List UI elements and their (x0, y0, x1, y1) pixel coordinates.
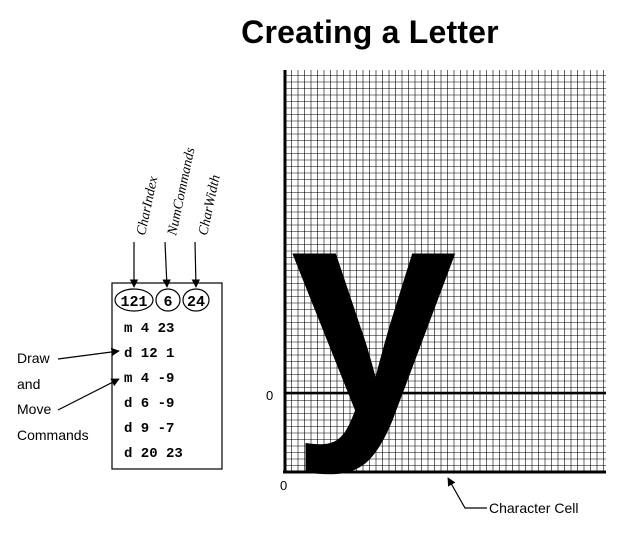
charindex-value: 121 (120, 294, 147, 311)
character-cell-grid (283, 70, 606, 474)
command-box (111, 282, 223, 470)
commands-label-line: and (17, 376, 40, 392)
command-line: d 20 23 (124, 446, 183, 462)
command-line: d 12 1 (124, 346, 174, 362)
numcommands-value: 6 (163, 294, 172, 311)
page-title: Creating a Letter (241, 14, 499, 50)
baseline-label: 0 (266, 388, 273, 403)
numcommands-arrow (162, 241, 171, 288)
character-cell-arrow (447, 477, 487, 509)
grid-lines (284, 70, 606, 473)
charindex-oval (114, 288, 154, 312)
numcommands-label: NumCommands (165, 146, 199, 238)
charwidth-arrow (191, 241, 201, 288)
commands-label-line: Move (17, 401, 51, 417)
command-line: m 4 -9 (124, 371, 174, 387)
move-arrow (57, 378, 120, 411)
character-cell-label: Character Cell (489, 500, 578, 516)
command-line: m 4 23 (124, 321, 174, 337)
commands-callout: Draw and Move Commands (17, 350, 89, 443)
charindex-label: CharIndex (134, 174, 161, 236)
origin-label: 0 (280, 478, 287, 493)
charwidth-value: 24 (187, 294, 205, 311)
command-line: d 6 -9 (124, 396, 174, 412)
charwidth-oval (182, 288, 210, 312)
commands-label-line: Commands (17, 427, 89, 443)
numcommands-oval (155, 288, 181, 312)
commands-label-line: Draw (17, 350, 51, 366)
draw-arrow (57, 347, 120, 360)
glyph-letter: y (290, 140, 459, 478)
command-list: m 4 23 d 12 1 m 4 -9 d 6 -9 d 9 -7 d 20 … (124, 321, 183, 462)
charwidth-label: CharWidth (196, 174, 223, 237)
command-line: d 9 -7 (124, 421, 174, 437)
